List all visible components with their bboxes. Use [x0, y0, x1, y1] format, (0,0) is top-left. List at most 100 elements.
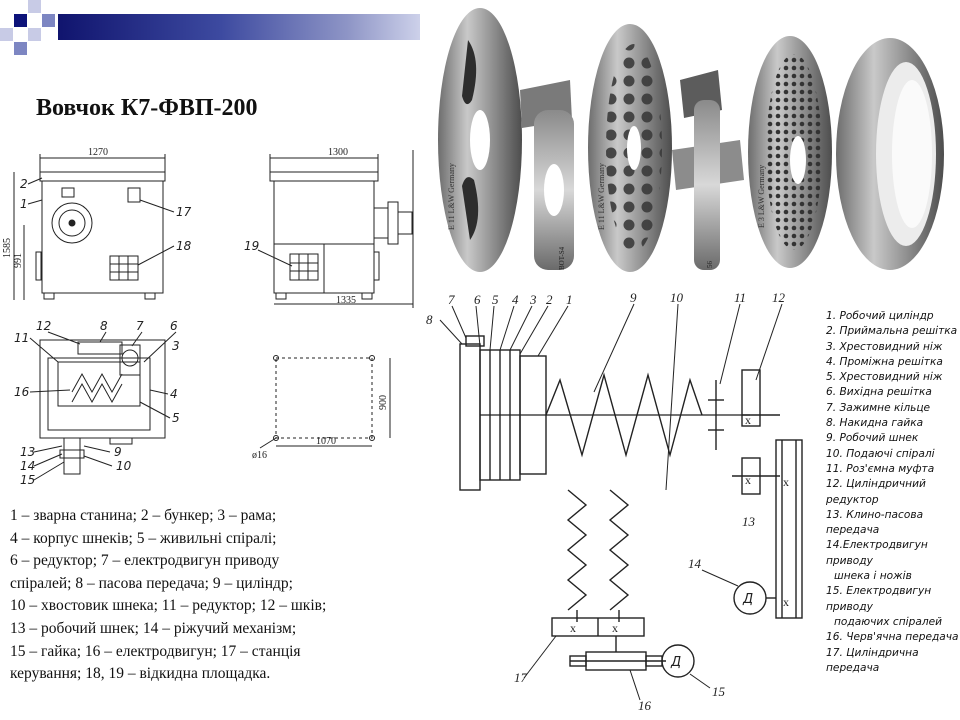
svg-text:12: 12	[772, 290, 786, 305]
svg-text:2: 2	[20, 177, 28, 191]
legend-line: керування; 18, 19 – відкидна площадка.	[10, 665, 271, 683]
svg-text:17: 17	[176, 205, 192, 219]
svg-text:11: 11	[14, 331, 29, 345]
svg-text:x: x	[612, 621, 618, 635]
svg-text:14: 14	[688, 556, 702, 571]
side-view: 1300 1335 19	[244, 147, 414, 308]
parts-legend: 1 – зварна станина; 2 – бункер; 3 – рама…	[10, 505, 410, 686]
svg-text:8: 8	[100, 319, 108, 333]
svg-text:x: x	[783, 475, 789, 489]
svg-text:8: 8	[426, 312, 433, 327]
key-item: 16. Черв'ячна передача	[826, 631, 959, 644]
key-item: 8. Накидна гайка	[826, 417, 924, 430]
key-item: подаючих спіралей	[834, 615, 943, 628]
svg-text:19: 19	[244, 239, 259, 253]
key-item: 9. Робочий шнек	[826, 432, 919, 445]
key-item: 11. Роз'ємна муфта	[826, 462, 935, 475]
key-item: 2. Приймальна решітка	[826, 325, 958, 338]
plate-mark: E 11 L&W Germany	[597, 163, 606, 230]
kinematic-schematic: 7 6 5 4 3 2 1 9 10 11 12 8 13 14 17 16 1…	[426, 290, 803, 713]
svg-text:18: 18	[176, 239, 192, 253]
cutting-set-photo: E 11 L&W Germany BOT-S4 E 11 L&W Germany…	[422, 0, 960, 272]
svg-text:4: 4	[170, 387, 178, 401]
svg-text:9: 9	[114, 445, 122, 459]
front-view: 1270 1585 991 2 1 17 18	[2, 147, 192, 300]
legend-line: 4 – корпус шнеків; 5 – живильні спіралі;	[10, 529, 277, 547]
svg-text:7: 7	[136, 319, 144, 333]
svg-text:1: 1	[566, 292, 573, 307]
svg-text:15: 15	[712, 684, 726, 699]
kidney-plate: E 11 L&W Germany	[438, 8, 522, 272]
svg-text:1: 1	[20, 197, 28, 211]
svg-text:11: 11	[734, 290, 746, 305]
key-item: 7. Зажимне кільце	[826, 401, 931, 414]
svg-text:ø16: ø16	[252, 450, 267, 461]
svg-text:2: 2	[546, 292, 553, 307]
svg-text:1070: 1070	[316, 436, 336, 447]
svg-text:16: 16	[638, 698, 652, 713]
knife-mark: BOT-S4	[558, 246, 566, 270]
mincer-technical-drawing: 1270 1585 991 2 1 17 18 1300	[2, 147, 414, 487]
legend-line: 10 – хвостовик шнека; 11 – редуктор; 12 …	[10, 597, 327, 615]
svg-text:14: 14	[20, 459, 35, 473]
svg-text:1585: 1585	[2, 238, 13, 258]
legend-line: спіралей; 8 – пасова передача; 9 – цилін…	[10, 574, 293, 592]
key-item: 12. Циліндричний редуктор	[826, 478, 926, 506]
svg-text:9: 9	[630, 290, 637, 305]
legend-line: 1 – зварна станина; 2 – бункер; 3 – рама…	[10, 507, 277, 524]
svg-text:991: 991	[13, 253, 24, 268]
svg-text:16: 16	[14, 385, 30, 399]
legend-line: 6 – редуктор; 7 – електродвигун приводу	[10, 552, 280, 570]
svg-text:x: x	[745, 473, 751, 487]
svg-text:4: 4	[512, 292, 519, 307]
plate-mark: E 11 L&W Germany	[447, 163, 456, 230]
schematic-key: 1. Робочий циліндр 2. Приймальна решітка…	[826, 309, 960, 676]
slide-title: Вовчок К7-ФВП-200	[36, 95, 258, 121]
svg-text:6: 6	[170, 319, 178, 333]
cross-knife: 56	[672, 70, 744, 270]
key-item: 4. Проміжна решітка	[826, 355, 943, 368]
svg-text:5: 5	[172, 411, 180, 425]
svg-text:10: 10	[116, 459, 132, 473]
legend-line: 13 – робочий шнек; 14 – ріжучий механізм…	[10, 619, 297, 637]
svg-text:7: 7	[448, 292, 455, 307]
key-item: 1. Робочий циліндр	[826, 310, 934, 322]
svg-text:900: 900	[378, 395, 389, 410]
svg-text:x: x	[570, 621, 576, 635]
key-item: 6. Вихідна решітка	[826, 386, 932, 399]
svg-text:13: 13	[742, 514, 756, 529]
svg-text:13: 13	[20, 445, 35, 459]
svg-text:5: 5	[492, 292, 499, 307]
plan-view: 12 8 7 6 3 11 16 4 5 13 9 14 10 15	[14, 319, 180, 487]
slide-header-decoration	[0, 0, 58, 58]
plate-mark: E 3 L&W Germany	[757, 165, 766, 228]
key-item: 15. Електродвигун приводу	[826, 585, 932, 613]
knife-mark: 56	[706, 261, 714, 269]
svg-text:3: 3	[172, 339, 180, 353]
clamp-ring	[836, 38, 944, 270]
svg-text:x: x	[783, 595, 789, 609]
key-item: 10. Подаючі спіралі	[826, 447, 935, 460]
perforated-plate-medium: E 11 L&W Germany	[588, 24, 672, 272]
svg-text:12: 12	[36, 319, 51, 333]
svg-text:1300: 1300	[328, 147, 348, 158]
slide-header-bar	[58, 14, 420, 40]
key-item: 17. Циліндрична передача	[826, 646, 919, 674]
svg-text:1270: 1270	[88, 147, 108, 158]
key-item: шнека і ножів	[834, 570, 912, 583]
svg-text:6: 6	[474, 292, 481, 307]
foundation-plan: 900 1070 ø16	[252, 355, 391, 461]
svg-text:15: 15	[20, 473, 35, 487]
svg-text:1335: 1335	[336, 295, 356, 306]
svg-text:3: 3	[529, 292, 537, 307]
perforated-plate-fine: E 3 L&W Germany	[748, 36, 832, 268]
svg-text:Д: Д	[670, 655, 681, 670]
svg-text:17: 17	[514, 670, 528, 685]
key-item: 3. Хрестовидний ніж	[826, 340, 943, 353]
key-item: 5. Хрестовидний ніж	[826, 371, 943, 384]
svg-text:10: 10	[670, 290, 684, 305]
svg-text:Д: Д	[742, 592, 753, 607]
key-item: 13. Клино-пасова передача	[826, 508, 924, 537]
key-item: 14.Електродвигун приводу	[826, 539, 928, 567]
svg-text:x: x	[745, 413, 751, 427]
